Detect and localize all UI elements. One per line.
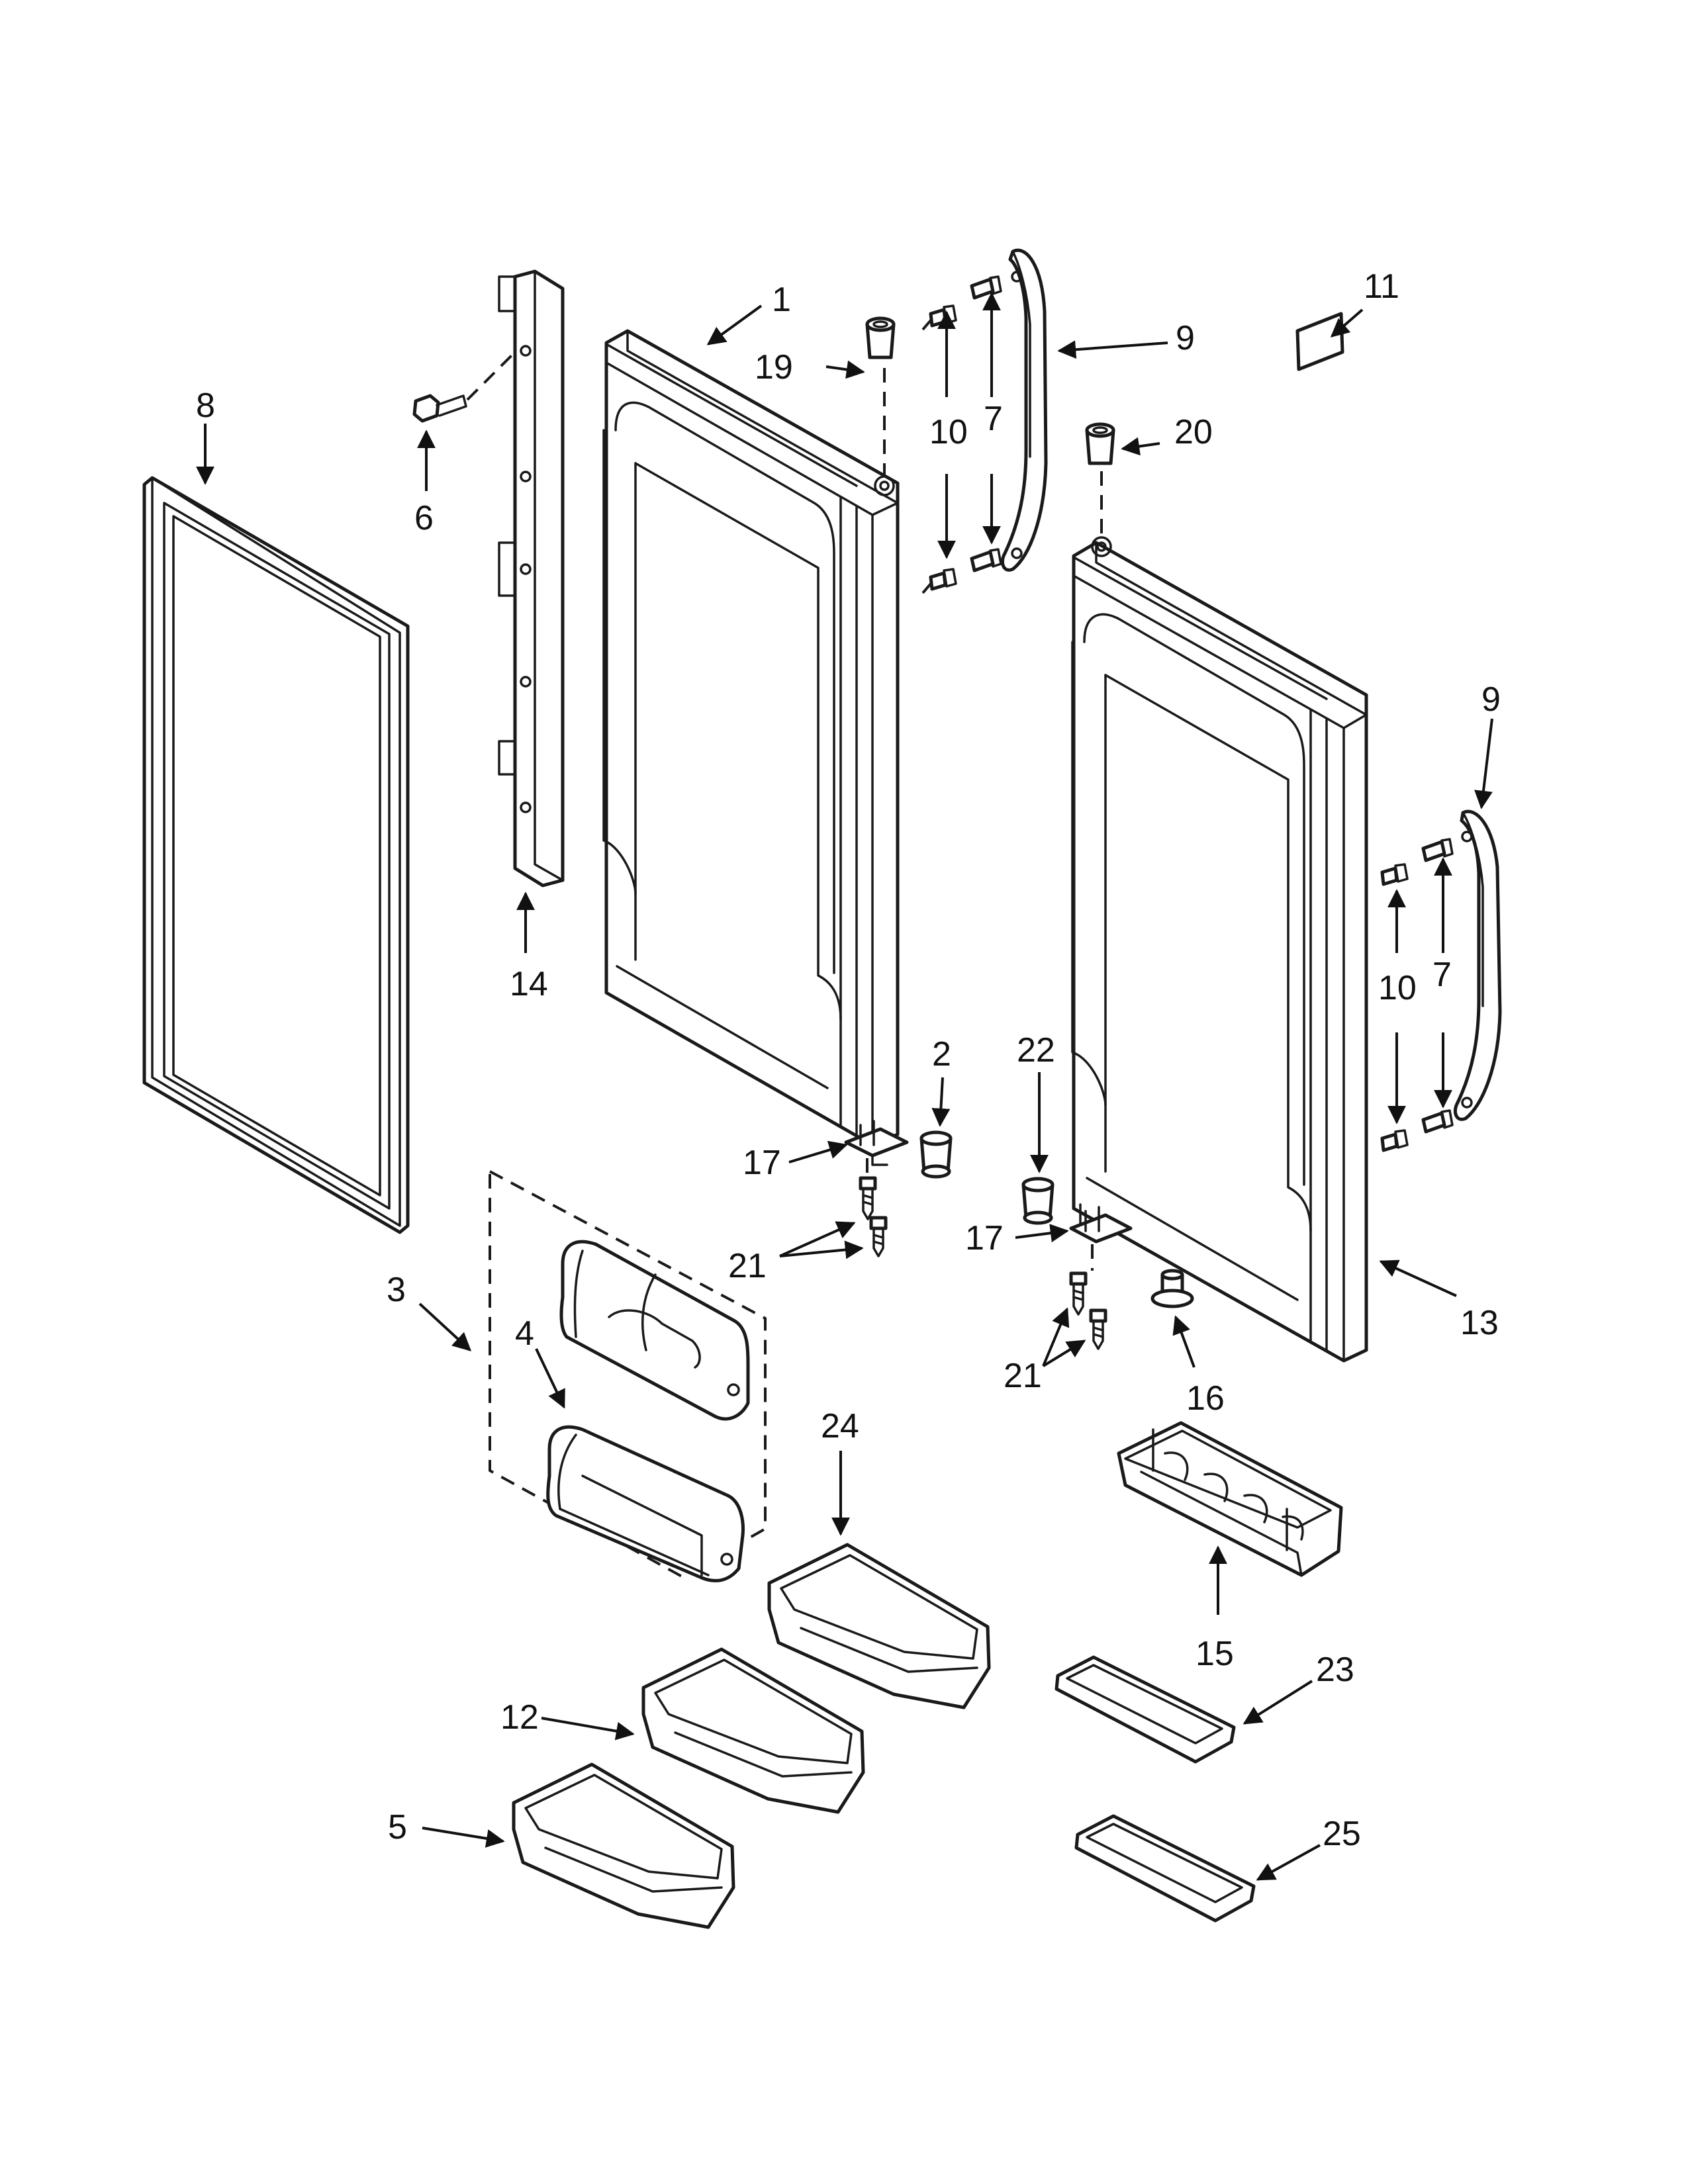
shelf-cover-25 (1074, 1814, 1256, 1923)
screw-icon (1421, 838, 1454, 862)
bushing-2 (919, 1130, 953, 1179)
callout-6: 6 (414, 499, 434, 537)
label-11 (1295, 312, 1344, 371)
hinge-bracket-right (1069, 1206, 1133, 1271)
screw-21-d (1089, 1308, 1107, 1350)
callout-25: 25 (1323, 1815, 1361, 1853)
stud-icon (1380, 1129, 1409, 1152)
callout-7b: 7 (1432, 956, 1452, 994)
callout-21a: 21 (728, 1247, 767, 1285)
bushing-22 (1021, 1177, 1055, 1225)
callout-24: 24 (821, 1407, 859, 1445)
callout-13: 13 (1460, 1304, 1499, 1342)
callout-7a: 7 (984, 400, 1003, 438)
door-bin-5 (512, 1762, 735, 1929)
callout-11: 11 (1364, 267, 1399, 306)
screw-21-a (859, 1176, 877, 1220)
screw-icon (1421, 1109, 1454, 1134)
left-door (602, 329, 900, 1166)
dairy-bin (546, 1425, 745, 1582)
callout-10b: 10 (1378, 969, 1417, 1007)
screw-21-c (1069, 1271, 1088, 1316)
callout-5: 5 (388, 1808, 407, 1846)
callout-22: 22 (1017, 1031, 1055, 1069)
callout-15: 15 (1196, 1635, 1234, 1673)
door-handle-top (1001, 248, 1048, 572)
stud-icon (1380, 863, 1409, 886)
callout-12: 12 (500, 1698, 539, 1737)
callout-14: 14 (510, 965, 548, 1003)
door-bin-12 (641, 1647, 865, 1814)
callout-1: 1 (772, 281, 791, 319)
door-handle-right (1454, 809, 1502, 1121)
screw-icon (970, 548, 1002, 572)
dairy-door (559, 1240, 750, 1421)
callout-9b: 9 (1481, 680, 1501, 719)
door-hinge-trim (498, 269, 565, 887)
callout-8: 8 (196, 387, 215, 425)
callout-21b: 21 (1004, 1357, 1042, 1395)
callout-10a: 10 (929, 413, 968, 451)
hinge-screw (412, 349, 518, 423)
callout-9a: 9 (1176, 319, 1195, 357)
callout-16: 16 (1186, 1379, 1225, 1418)
stud-icon (921, 304, 957, 331)
hinge-bracket-left (844, 1120, 909, 1177)
shelf-cover-23 (1055, 1655, 1236, 1764)
callout-3: 3 (387, 1271, 406, 1309)
callout-17a: 17 (743, 1144, 781, 1182)
stud-icon (921, 568, 957, 594)
dairy-door-assembly (489, 1170, 767, 1578)
bushing-20 (1085, 422, 1115, 537)
callouts: 1 8 6 19 9 20 11 10 7 9 10 7 14 2 22 17 … (196, 267, 1501, 1853)
bushing-19 (865, 316, 896, 477)
screw-21-b (869, 1216, 888, 1257)
door-bin-24 (767, 1543, 991, 1709)
right-door (1071, 536, 1368, 1363)
callout-19: 19 (755, 348, 793, 387)
screw-icon (970, 275, 1002, 300)
callout-2: 2 (932, 1035, 951, 1073)
callout-20: 20 (1174, 413, 1213, 451)
egg-tray (1117, 1421, 1343, 1577)
callout-23: 23 (1316, 1651, 1354, 1689)
callout-17b: 17 (965, 1219, 1004, 1257)
hinge-pin-16 (1150, 1269, 1194, 1308)
callout-4: 4 (515, 1314, 534, 1353)
door-gasket (142, 476, 410, 1234)
leader-lines (196, 292, 1493, 1881)
